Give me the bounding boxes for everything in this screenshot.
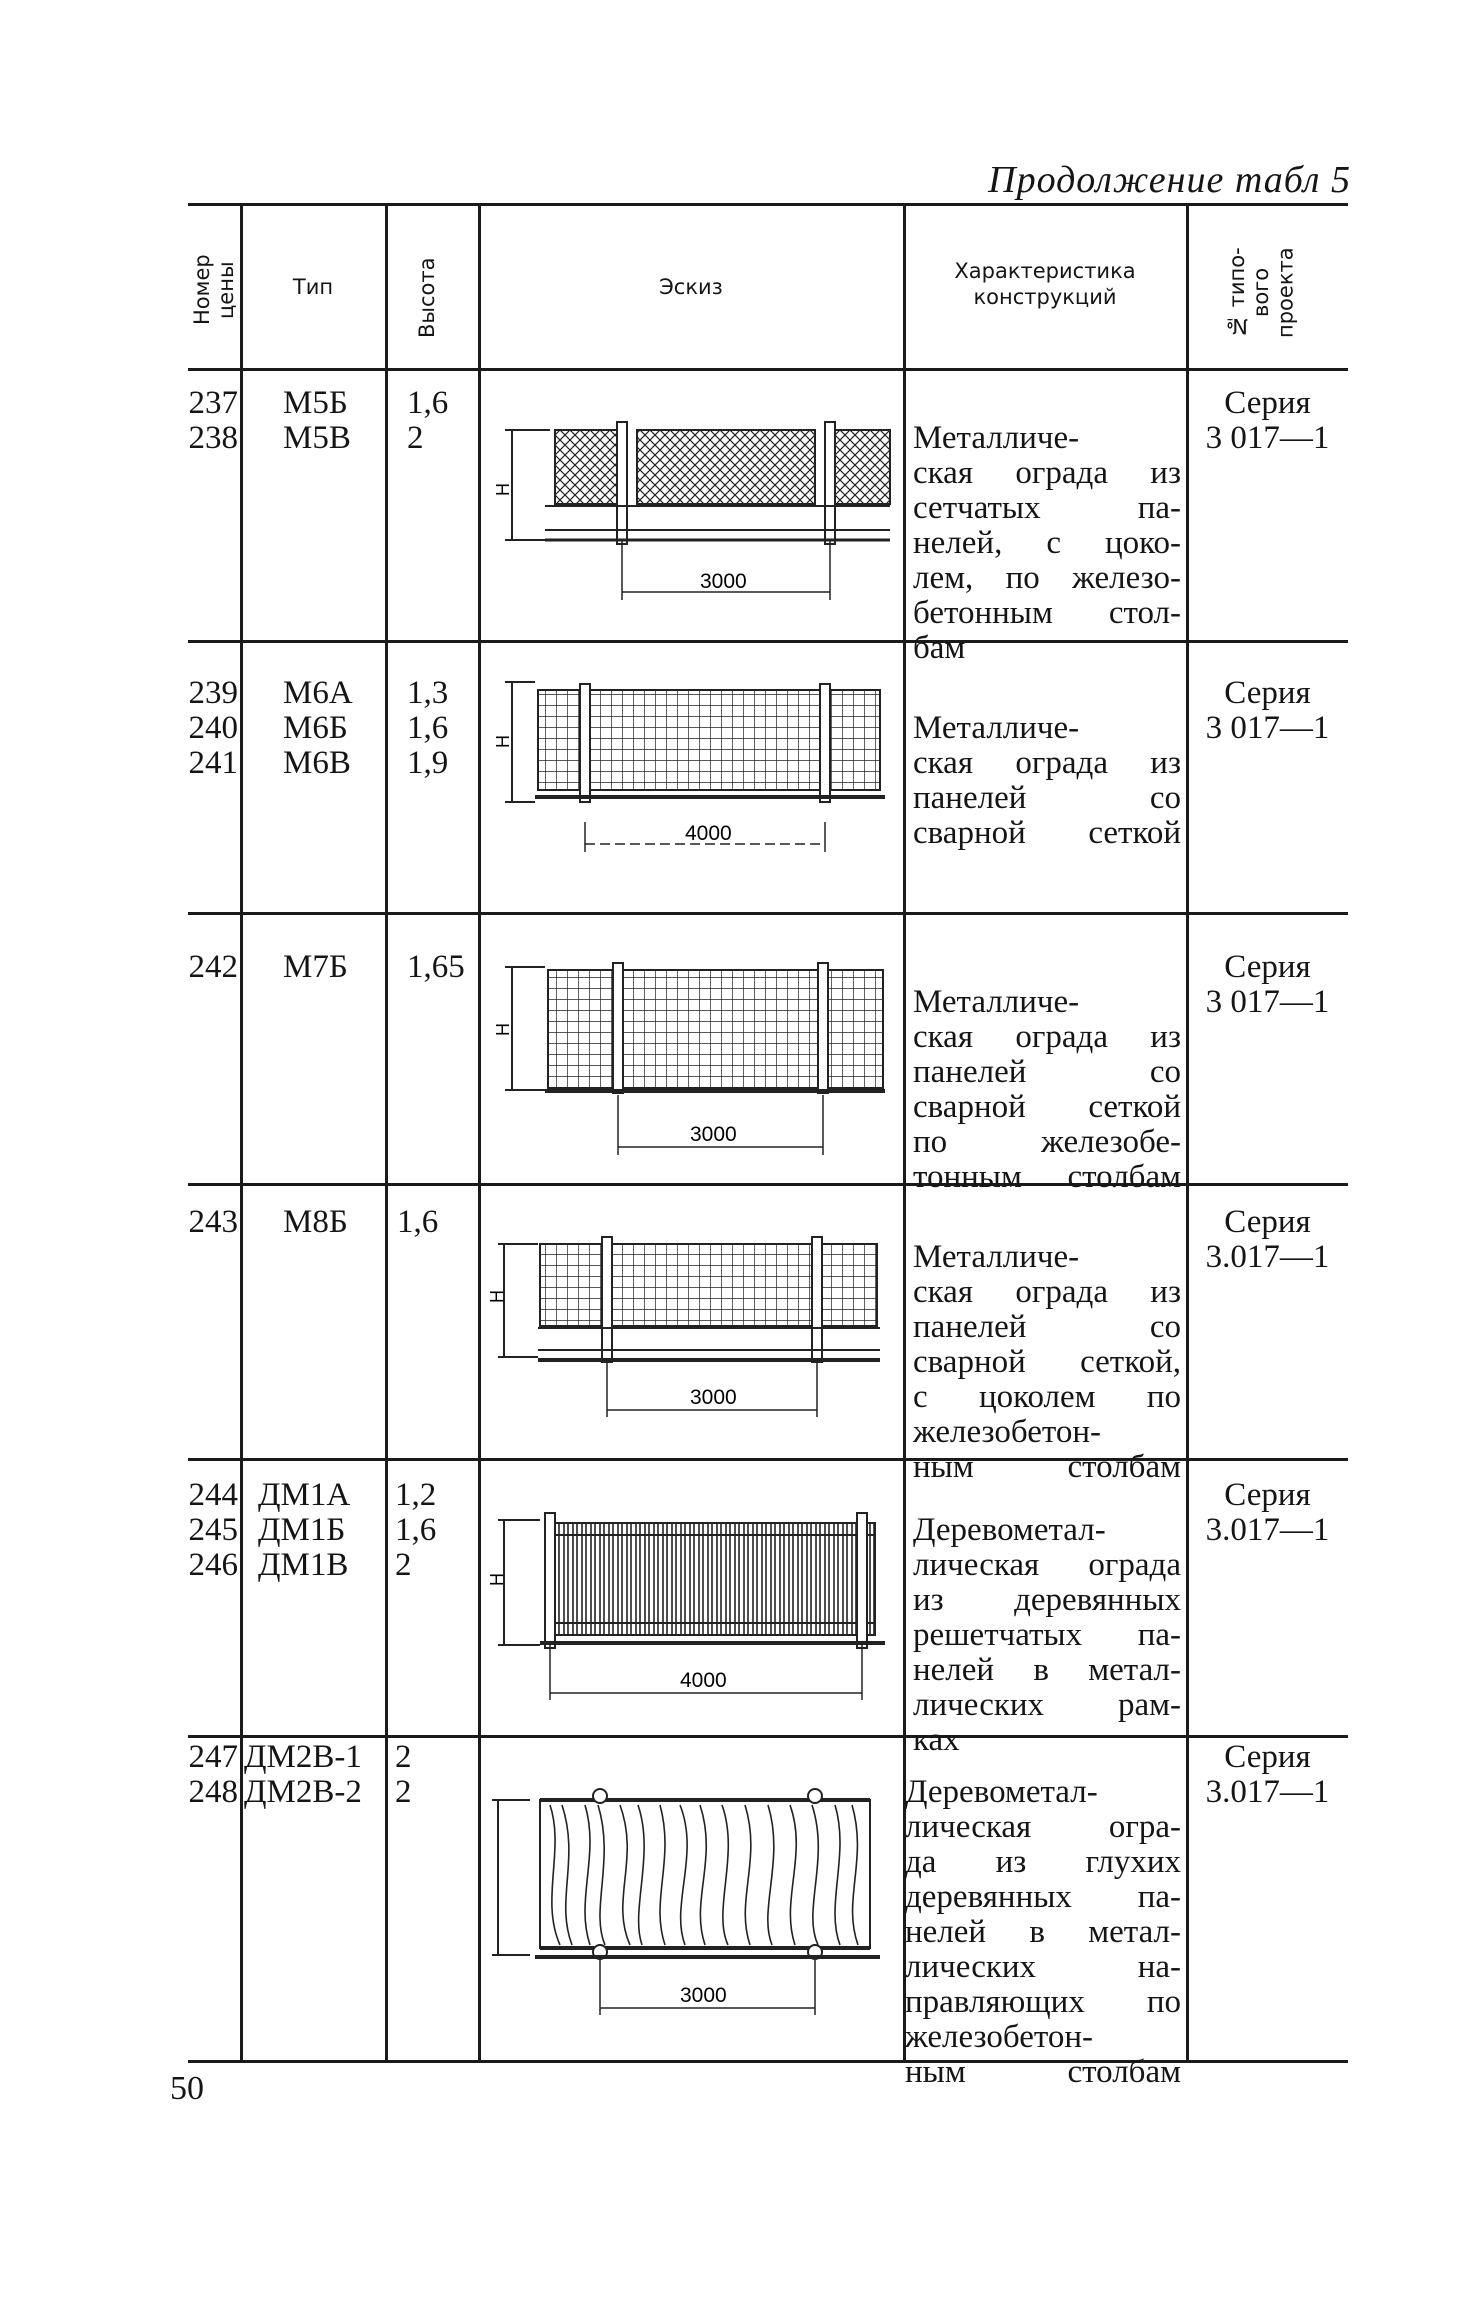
row-1-heights: 1,6 2: [407, 385, 449, 456]
row-separator: [188, 1183, 1348, 1186]
row-separator: [188, 640, 1348, 643]
row-5-heights: 1,2 1,6 2: [395, 1477, 437, 1583]
row-6-numbers: 247 248: [188, 1739, 239, 1810]
row-4-series: Серия 3.017—1: [1205, 1204, 1330, 1275]
row-3-numbers: 242: [188, 949, 239, 985]
row-separator: [188, 912, 1348, 915]
dimension-label: 3000: [680, 1984, 727, 2007]
row-4-heights: 1,6: [397, 1204, 439, 1240]
dimension-label: 3000: [690, 1386, 737, 1409]
row-1-series: Серия 3 017—1: [1205, 385, 1330, 456]
height-mark: Н: [493, 1023, 513, 1036]
row-separator: [188, 1458, 1348, 1461]
header-bottom-rule: [188, 368, 1348, 371]
height-mark: Н: [490, 1573, 507, 1586]
row-5-numbers: 244 245 246: [188, 1477, 239, 1583]
table-bottom-rule: [188, 2060, 1348, 2063]
row-6-heights: 2 2: [395, 1739, 412, 1810]
row-4-fence-sketch: Н 3000: [490, 1236, 880, 1417]
row-2-numbers: 239 240 241: [188, 675, 239, 781]
header-number: Номер цены: [190, 254, 239, 326]
row-3-series: Серия 3 017—1: [1205, 949, 1330, 1020]
wood-grain-pattern: [549, 1804, 859, 1946]
row-5-fence-sketch: Н 4000: [490, 1512, 885, 1700]
row-1-numbers: 237 238: [188, 385, 239, 456]
row-5-series: Серия 3.017—1: [1205, 1477, 1330, 1548]
row-1-types: М5Б М5В: [283, 385, 351, 456]
row-separator: [188, 1735, 1348, 1738]
header-type: Тип: [292, 275, 334, 299]
header-sketch: Эскиз: [659, 275, 723, 299]
row-1-fence-sketch: Н 3000: [493, 421, 891, 600]
dimension-label: 4000: [685, 822, 732, 845]
page-number: 50: [170, 2070, 204, 2107]
row-2-heights: 1,3 1,6 1,9: [407, 675, 449, 781]
header-project-number: № типо- вого проекта: [1225, 247, 1298, 338]
column-rule: [1186, 203, 1189, 2060]
row-2-fence-sketch: Н 4000: [493, 681, 885, 852]
table-top-rule: [188, 203, 1348, 206]
column-rule: [240, 203, 243, 2060]
row-6-types: ДМ2В-1 ДМ2В-2: [244, 1739, 362, 1810]
dimension-label: 3000: [700, 570, 747, 593]
table-continuation-caption: Продолжение табл 5: [988, 159, 1351, 201]
column-rule: [478, 203, 481, 2060]
height-mark: Н: [493, 735, 513, 748]
row-2-series: Серия 3 017—1: [1205, 675, 1330, 746]
height-mark: Н: [493, 483, 513, 496]
row-3-heights: 1,65: [407, 949, 465, 985]
row-6-fence-sketch: 3000: [492, 1788, 880, 2015]
row-3-types: М7Б: [283, 949, 348, 985]
row-6-series: Серия 3.017—1: [1205, 1739, 1330, 1810]
header-height: Высота: [415, 257, 439, 338]
column-rule: [385, 203, 388, 2060]
header-description: Характеристика конструкций: [954, 259, 1136, 309]
dimension-label: 4000: [680, 1669, 727, 1692]
column-rule: [903, 203, 906, 2060]
row-2-types: М6А М6Б М6В: [283, 675, 353, 781]
dimension-label: 3000: [690, 1123, 737, 1146]
row-3-fence-sketch: Н 3000: [493, 962, 885, 1155]
row-5-types: ДМ1А ДМ1Б ДМ1В: [258, 1477, 351, 1583]
row-4-numbers: 243: [188, 1204, 239, 1240]
height-mark: Н: [490, 1290, 507, 1303]
row-4-types: М8Б: [283, 1204, 348, 1240]
